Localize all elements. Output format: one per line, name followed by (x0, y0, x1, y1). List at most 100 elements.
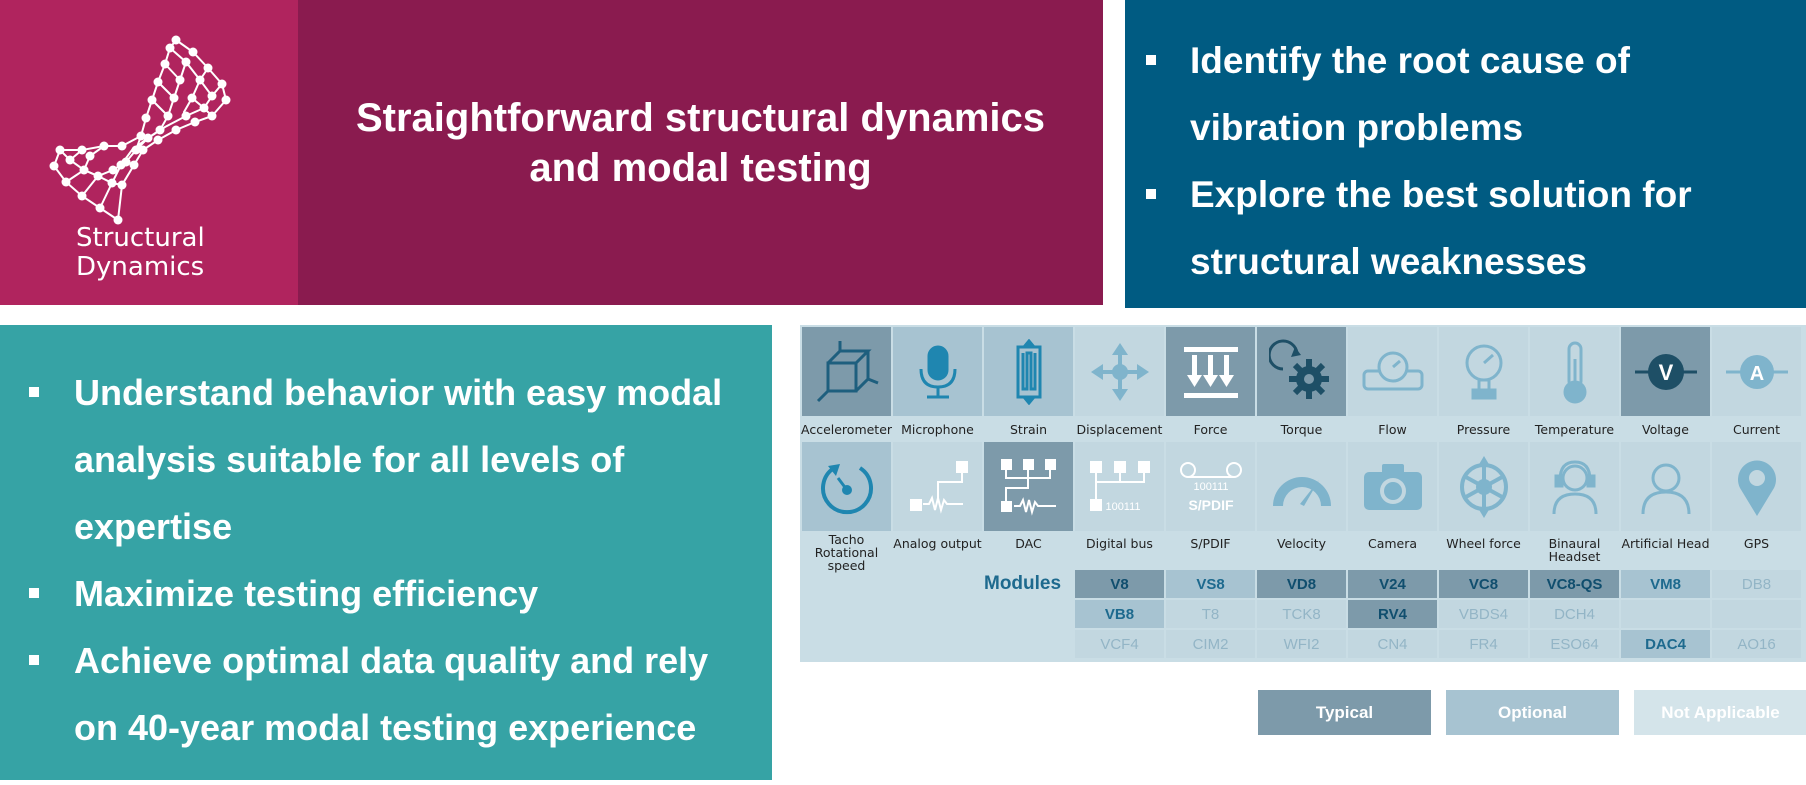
sensor-label: Strain (1009, 422, 1048, 437)
bullet-text: Understand behavior with easy modal anal… (74, 372, 723, 547)
module-cell: VC8 (1439, 570, 1528, 598)
sensor-tile-row1-8 (1530, 327, 1619, 416)
benefits-panel-blue: Identify the root cause of vibration pro… (1125, 0, 1806, 308)
sensor-label: Velocity (1276, 536, 1327, 551)
sensor-tile-row2-1 (893, 442, 982, 531)
current-icon: A (1725, 354, 1788, 389)
sensor-label: Torque (1280, 422, 1323, 437)
sensor-label: GPS (1743, 536, 1770, 551)
module-cell: RV4 (1348, 600, 1437, 628)
voltage-icon: V (1634, 353, 1697, 390)
wheel-icon (1459, 455, 1508, 518)
bullet-square-icon (29, 588, 39, 598)
module-cell: DAC4 (1621, 630, 1710, 658)
bullet-square-icon (1146, 189, 1156, 199)
bullet-item: Achieve optimal data quality and rely on… (0, 627, 760, 761)
digital-bus-icon: 100111 (1089, 460, 1150, 513)
move-arrows-icon (1090, 342, 1149, 401)
sensor-tile-row1-3 (1075, 327, 1164, 416)
sensor-label: Wheel force (1446, 536, 1521, 551)
tacho-icon (820, 463, 873, 514)
bullet-text: Maximize testing efficiency (74, 573, 539, 614)
bullet-square-icon (29, 655, 39, 665)
speedometer-icon (1272, 476, 1331, 506)
module-cell: VBDS4 (1439, 600, 1528, 628)
module-cell: VB8 (1075, 600, 1164, 628)
camera-icon (1363, 463, 1422, 510)
svg-text:A: A (1749, 363, 1763, 385)
sensor-label: Displacement (1076, 422, 1163, 437)
gps-pin-icon (1737, 460, 1776, 516)
bullet-square-icon (1146, 55, 1156, 65)
title-panel: Straightforward structural dynamics and … (298, 0, 1103, 305)
modules-label: Modules (984, 573, 1062, 594)
sensor-tile-row1-10: A (1712, 327, 1801, 416)
module-cell: ESO64 (1530, 630, 1619, 658)
bullet-text: Identify the root cause of vibration pro… (1190, 40, 1630, 148)
bullet-text: Explore the best solution for structural… (1190, 174, 1692, 282)
sensor-label: Force (1193, 422, 1228, 437)
sensor-label: Voltage (1642, 422, 1689, 437)
sensor-tile-row2-5 (1257, 442, 1346, 531)
sensor-label: S/PDIF (1190, 536, 1231, 551)
logo-line-2: Dynamics (76, 252, 205, 282)
module-cell: FR4 (1439, 630, 1528, 658)
sensor-tile-row1-5 (1257, 327, 1346, 416)
sensor-label: Temperature (1534, 422, 1615, 437)
head-icon (1641, 463, 1690, 514)
cube-icon (816, 340, 879, 402)
sensor-tile-row1-6 (1348, 327, 1437, 416)
sensor-tile-row1-0 (802, 327, 891, 416)
sensor-tile-row2-3: 100111 (1075, 442, 1164, 531)
sensor-tile-row2-7 (1439, 442, 1528, 531)
page-title: Straightforward structural dynamics and … (355, 95, 1046, 190)
module-cell: CN4 (1348, 630, 1437, 658)
module-cell: AO16 (1712, 630, 1801, 658)
force-icon (1183, 346, 1238, 398)
flow-meter-icon (1362, 351, 1423, 390)
svg-text:S/PDIF: S/PDIF (1188, 497, 1234, 513)
headset-icon (1552, 459, 1597, 514)
bullet-item: Understand behavior with easy modal anal… (0, 359, 760, 560)
module-cell: V8 (1075, 570, 1164, 598)
module-cell: DCH4 (1530, 600, 1619, 628)
svg-text:V: V (1658, 360, 1673, 385)
thermometer-icon (1563, 341, 1586, 403)
sensor-tile-row1-9: V (1621, 327, 1710, 416)
bullet-square-icon (29, 387, 39, 397)
module-cell: VM8 (1621, 570, 1710, 598)
module-cell: CIM2 (1166, 630, 1255, 658)
sensor-tile-row1-2 (984, 327, 1073, 416)
logo-panel: Structural Dynamics (0, 0, 298, 305)
legend-not-applicable: Not Applicable (1634, 690, 1806, 735)
sensor-label: Camera (1367, 536, 1418, 551)
module-cell: VS8 (1166, 570, 1255, 598)
sensor-label: DAC (1015, 536, 1042, 551)
module-cell: V24 (1348, 570, 1437, 598)
sensor-label: Flow (1378, 422, 1407, 437)
sensor-tile-row2-0 (802, 442, 891, 531)
bullet-item: Explore the best solution for structural… (1125, 161, 1765, 295)
bullet-item: Identify the root cause of vibration pro… (1125, 27, 1765, 161)
module-cell: VD8 (1257, 570, 1346, 598)
dac-icon (1000, 458, 1056, 516)
svg-text:100111: 100111 (1193, 481, 1228, 493)
module-cell (1621, 600, 1710, 628)
sensor-label: Microphone (901, 422, 974, 437)
module-cell (1712, 600, 1801, 628)
strain-gauge-icon (1016, 338, 1041, 405)
sensor-tile-row1-4 (1166, 327, 1255, 416)
benefits-list-green: Understand behavior with easy modal anal… (0, 359, 760, 761)
gear-icon (1268, 339, 1329, 399)
module-cell: DB8 (1712, 570, 1801, 598)
sensor-tile-row2-10 (1712, 442, 1801, 531)
sensor-tile-row2-6 (1348, 442, 1437, 531)
legend-optional: Optional (1446, 690, 1619, 735)
sensor-label: Accelerometer (801, 422, 893, 437)
module-cell: VC8-QS (1530, 570, 1619, 598)
module-cell: WFI2 (1257, 630, 1346, 658)
sensor-label: Binaural Headset (1548, 536, 1601, 564)
